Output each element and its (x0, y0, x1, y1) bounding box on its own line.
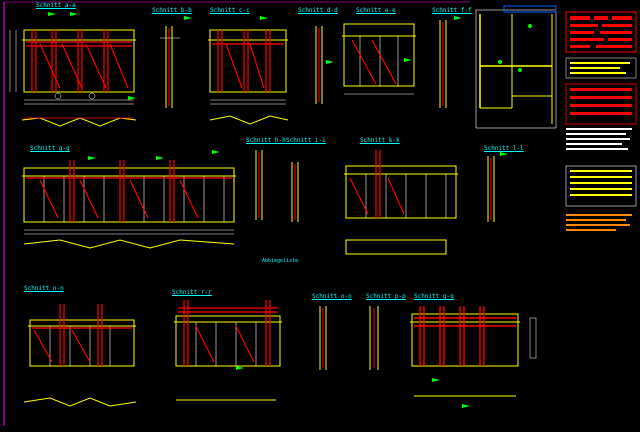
section-b-b (160, 16, 192, 108)
section-n-n (23, 304, 137, 407)
section-g-g (22, 150, 236, 249)
label-schnitt-p-p: Schnitt p-p (366, 293, 406, 300)
label-schnitt-b-b: Schnitt b-b (152, 7, 192, 14)
section-h-h (255, 150, 263, 220)
label-schnitt-q-q: Schnitt q-q (414, 293, 454, 300)
label-schnitt-g-g: Schnitt g-g (30, 145, 70, 152)
section-c-c (208, 16, 289, 125)
label-schnitt-o-o: Schnitt o-o (312, 293, 352, 300)
label-abbiegeliste: Abbiegeliste (262, 258, 299, 264)
label-schnitt-a-a: Schnitt a-a (36, 2, 76, 9)
section-r-r (174, 300, 282, 401)
plan-view (475, 5, 557, 129)
section-d-d (315, 26, 334, 104)
section-i-i (291, 162, 299, 222)
label-schnitt-l-l: Schnitt l-l (484, 145, 524, 152)
label-schnitt-d-d: Schnitt d-d (298, 7, 338, 14)
label-schnitt-f-f: Schnitt f-f (432, 7, 472, 14)
label-schnitt-c-c: Schnitt c-c (210, 7, 250, 14)
label-schnitt-e-e: Schnitt e-e (356, 7, 396, 14)
section-p-p (369, 306, 379, 370)
label-schnitt-n-n: Schnitt n-n (24, 285, 64, 292)
section-l-l (487, 152, 508, 222)
label-schnitt-i-i: Schnitt i-i (286, 137, 326, 144)
section-a-a (9, 12, 137, 127)
section-e-e (342, 23, 416, 95)
label-schnitt-k-k: Schnitt k-k (360, 137, 400, 144)
section-o-o (319, 306, 327, 370)
section-q-q (410, 306, 537, 408)
label-schnitt-r-r: Schnitt r-r (172, 289, 212, 296)
section-k-k (344, 150, 458, 255)
section-f-f (439, 16, 462, 108)
title-block (565, 11, 637, 231)
label-schnitt-h-h: Schnitt h-h (246, 137, 286, 144)
